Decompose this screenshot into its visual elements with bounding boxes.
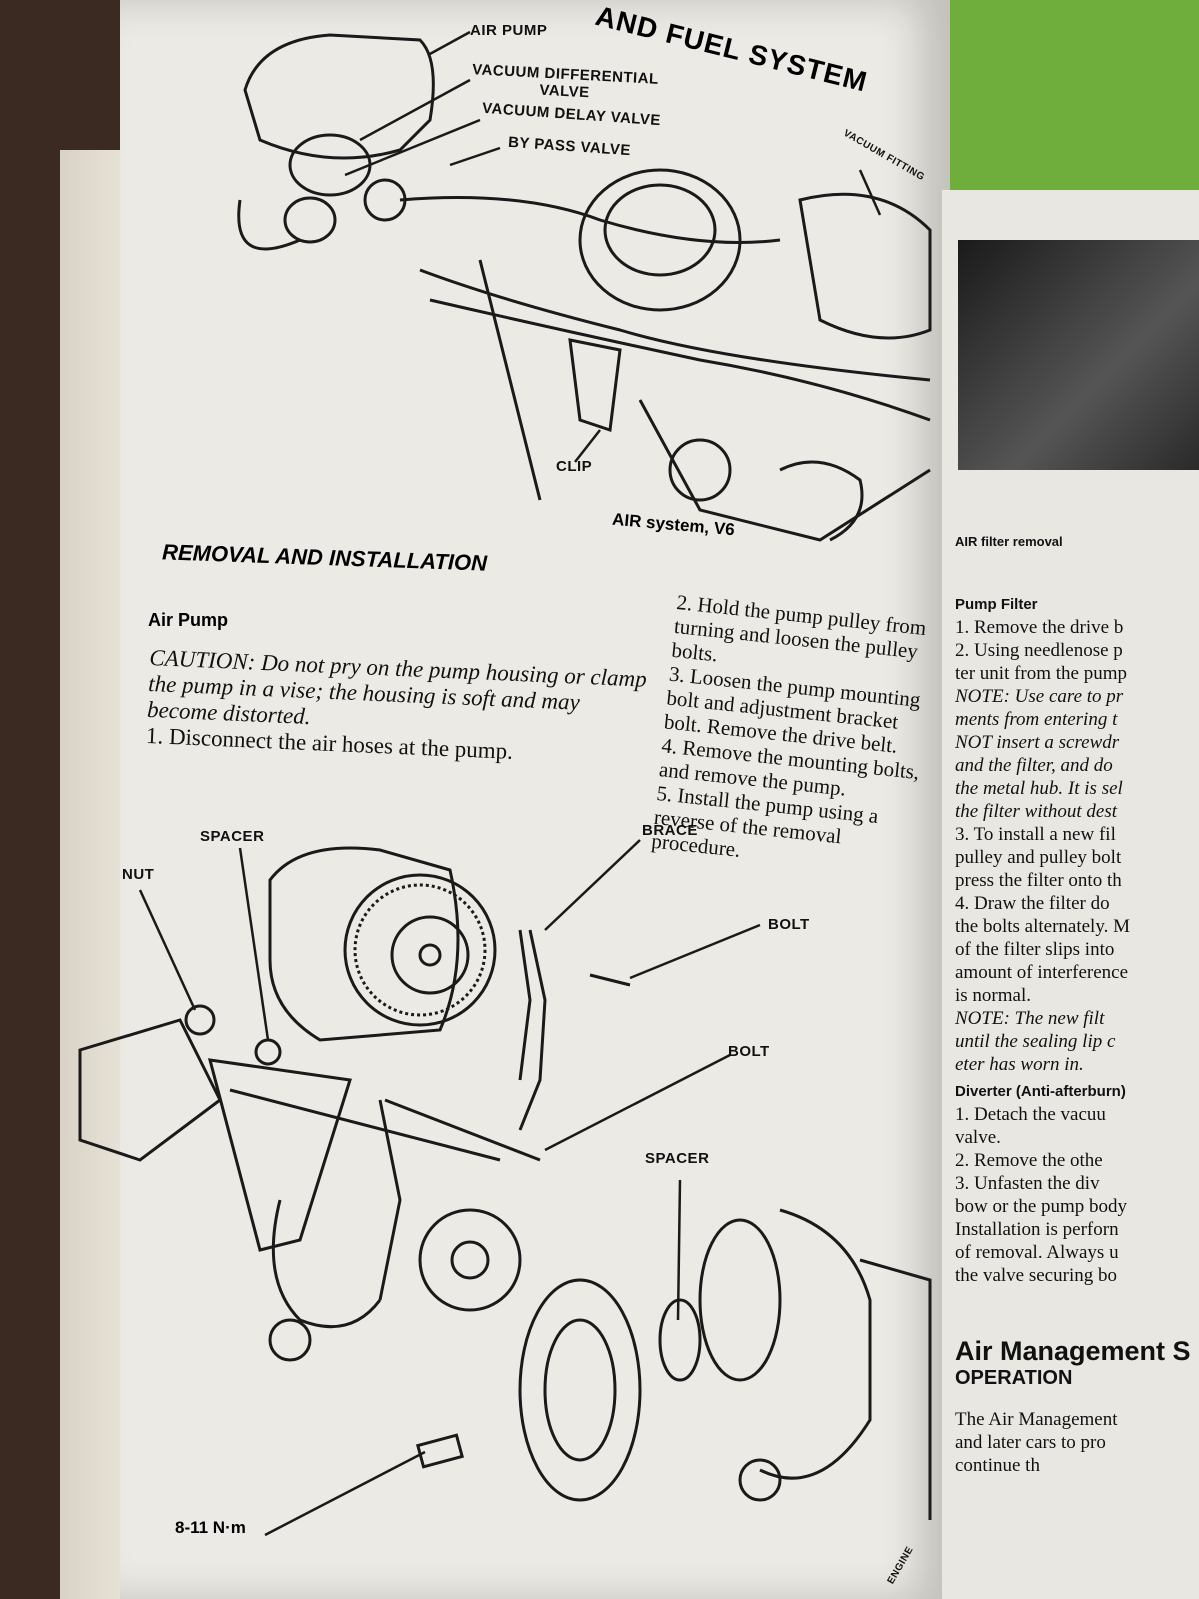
pf-line: ter unit from the pump: [955, 663, 1128, 684]
label-spacer-top: SPACER: [200, 828, 265, 845]
label-clip: CLIP: [556, 458, 593, 475]
label-nut: NUT: [122, 866, 155, 883]
pf-line: ments from entering t: [955, 709, 1118, 730]
dv-line: 1. Detach the vacuu: [955, 1104, 1106, 1125]
photo-caption: AIR filter removal: [955, 534, 1063, 549]
label-brace: BRACE: [642, 822, 698, 839]
diverter-heading: Diverter (Anti-afterburn): [955, 1083, 1126, 1100]
pf-line: the bolts alternately. M: [955, 916, 1130, 937]
pf-line: of the filter slips into: [955, 939, 1115, 960]
dv-line: 3. Unfasten the div: [955, 1173, 1100, 1194]
pf-line: eter has worn in.: [955, 1054, 1084, 1075]
dv-line: valve.: [955, 1127, 1001, 1148]
dv-line: 2. Remove the othe: [955, 1150, 1103, 1171]
dv-line: the valve securing bo: [955, 1265, 1117, 1286]
pf-line: 4. Draw the filter do: [955, 893, 1110, 914]
air-management-heading: Air Management S: [955, 1336, 1191, 1366]
right-column: AIR filter removal Pump Filter 1. Remove…: [955, 530, 1199, 1477]
air-pump-heading: Air Pump: [148, 610, 229, 630]
operation-heading: OPERATION: [955, 1367, 1073, 1389]
pump-filter-heading: Pump Filter: [955, 596, 1038, 613]
pf-line: 1. Remove the drive b: [955, 617, 1124, 638]
am-line: continue th: [955, 1455, 1040, 1476]
pf-line: NOTE: Use care to pr: [955, 686, 1124, 707]
am-line: The Air Management: [955, 1409, 1118, 1430]
background-green: [930, 0, 1199, 210]
label-bolt-top: BOLT: [768, 916, 810, 933]
pf-line: is normal.: [955, 985, 1031, 1006]
pf-line: the metal hub. It is sel: [955, 778, 1123, 799]
pf-line: the filter without dest: [955, 801, 1118, 822]
filter-photo: [958, 240, 1199, 470]
pf-line: pulley and pulley bolt: [955, 847, 1122, 868]
pf-line: 2. Using needlenose p: [955, 640, 1123, 661]
dv-line: of removal. Always u: [955, 1242, 1119, 1263]
label-bolt-mid: BOLT: [728, 1043, 770, 1060]
dv-line: Installation is perforn: [955, 1219, 1119, 1240]
pf-line: NOT insert a screwdr: [955, 732, 1120, 753]
pf-line: amount of interference: [955, 962, 1129, 983]
dv-line: bow or the pump body: [955, 1196, 1128, 1217]
pf-line: press the filter onto th: [955, 870, 1122, 891]
pf-line: 3. To install a new fil: [955, 824, 1116, 845]
label-air-pump: AIR PUMP: [470, 22, 548, 39]
am-line: and later cars to pro: [955, 1432, 1106, 1453]
pf-line: NOTE: The new filt: [955, 1008, 1105, 1029]
pf-line: until the sealing lip c: [955, 1031, 1116, 1052]
label-spacer-bottom: SPACER: [645, 1150, 710, 1167]
air-pump-body: CAUTION: Do not pry on the pump housing …: [145, 645, 649, 771]
torque-label: 8-11 N·m: [175, 1518, 246, 1537]
pf-line: and the filter, and do: [955, 755, 1113, 776]
